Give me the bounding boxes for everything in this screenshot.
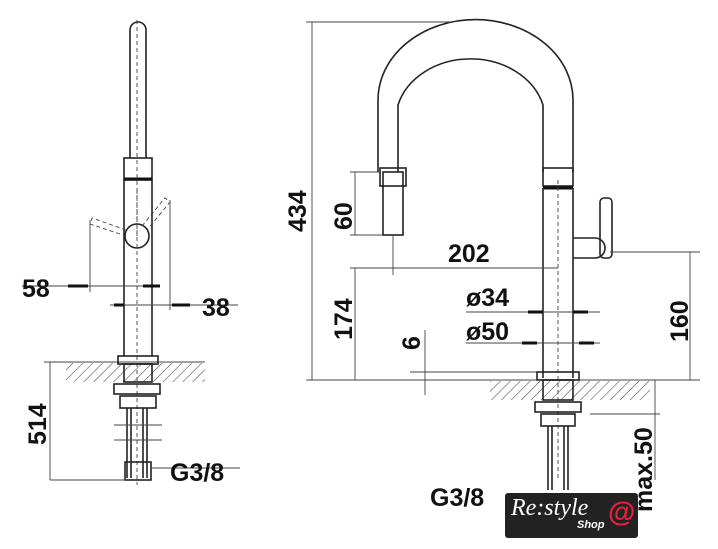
dim-60: 60 — [330, 202, 358, 230]
thread-label-side: G3/8 — [170, 459, 224, 487]
dim-38: 38 — [202, 294, 230, 322]
restyle-shop-logo: Re:style Shop @ — [505, 493, 638, 538]
dim-6: 6 — [398, 336, 426, 350]
dim-58: 58 — [22, 275, 50, 303]
at-cart-icon: @ — [608, 496, 636, 527]
logo-brand: Re:style — [511, 495, 589, 521]
side-view-faucet — [22, 20, 240, 485]
dim-514: 514 — [24, 403, 52, 445]
front-view-faucet — [306, 18, 700, 490]
dim-202: 202 — [448, 240, 490, 268]
dim-diameter-34: ø34 — [466, 284, 509, 312]
logo-sub: Shop — [577, 519, 605, 531]
dim-160: 160 — [666, 300, 694, 342]
thread-label-front: G3/8 — [430, 484, 484, 512]
dim-diameter-50: ø50 — [466, 318, 509, 346]
dim-434: 434 — [284, 190, 312, 232]
dim-174: 174 — [330, 298, 358, 340]
